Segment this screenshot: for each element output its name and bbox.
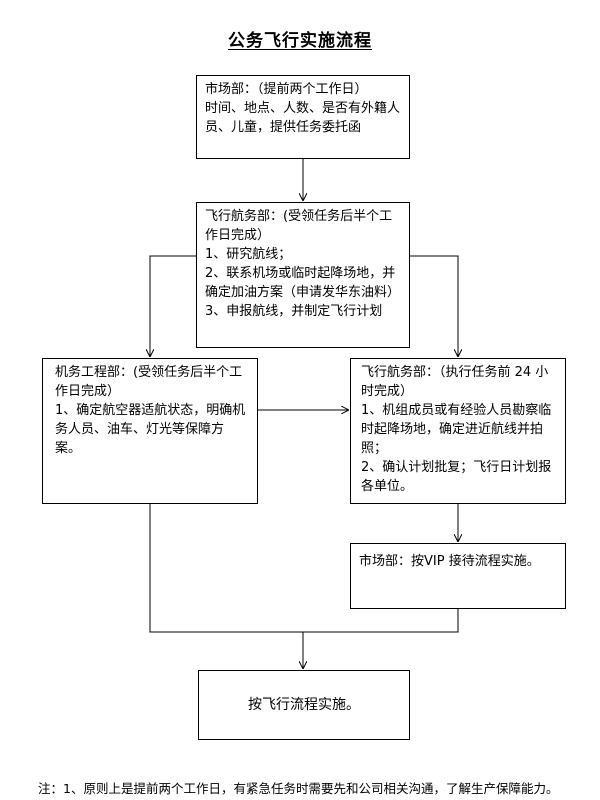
merge-line (149, 504, 459, 633)
flight-ops-1-text: 飞行航务部：(受领任务后半个工作日完成） 1、研究航线； 2、联系机场或临时起降… (205, 209, 401, 319)
final-box: 按飞行流程实施。 (198, 670, 410, 740)
market-vip-box: 市场部：按VIP 接待流程实施。 (350, 543, 566, 609)
flight-ops-2-text: 飞行航务部：（执行任务前 24 小时完成） 1、机组成员或有经验人员勘察临时起降… (361, 365, 552, 494)
market-initial-box: 市场部：（提前两个工作日） 时间、地点、人数、是否有外籍人员、儿童，提供任务委托… (196, 75, 410, 159)
engineering-text: 机务工程部：(受领任务后半个工作日完成） 1、确定航空器适航状态，明确机务人员、… (55, 365, 246, 456)
market-vip-text: 市场部：按VIP 接待流程实施。 (359, 554, 540, 569)
market-initial-text: 市场部：（提前两个工作日） 时间、地点、人数、是否有外籍人员、儿童，提供任务委托… (205, 82, 401, 135)
engineering-box: 机务工程部：(受领任务后半个工作日完成） 1、确定航空器适航状态，明确机务人员、… (42, 358, 258, 504)
flight-ops-box-1: 飞行航务部：(受领任务后半个工作日完成） 1、研究航线； 2、联系机场或临时起降… (196, 202, 410, 348)
final-text: 按飞行流程实施。 (248, 696, 360, 713)
diagram-title: 公务飞行实施流程 (228, 31, 372, 51)
arrow-flightops-to-flightops2 (410, 255, 458, 356)
flight-ops-box-2: 飞行航务部：（执行任务前 24 小时完成） 1、机组成员或有经验人员勘察临时起降… (350, 358, 566, 504)
footnote: 注：1、原则上是提前两个工作日，有紧急任务时需要先和公司相关沟通，了解生产保障能… (38, 781, 559, 796)
arrow-flightops-to-engineering (150, 255, 196, 356)
